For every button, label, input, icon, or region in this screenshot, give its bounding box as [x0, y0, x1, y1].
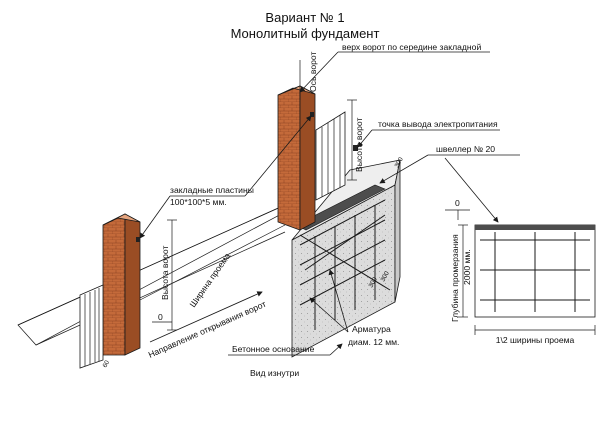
label-gate-axis: Ось ворот	[308, 52, 318, 92]
label-gate-top: верх ворот по середине закладной	[342, 42, 481, 52]
title-line-2: Монолитный фундамент	[231, 26, 380, 41]
label-inside-view: Вид изнутри	[250, 368, 299, 378]
label-channel: швеллер № 20	[436, 144, 495, 154]
label-gate-height-left: Высота ворот	[160, 245, 170, 300]
label-rebar-1: Арматура	[352, 324, 391, 334]
ground-slab	[17, 204, 286, 346]
label-plates-1: закладные пластины	[170, 185, 254, 195]
label-frost-depth-2: 2000 мм.	[462, 249, 472, 285]
power-outlet	[353, 145, 358, 151]
section-detail	[474, 224, 596, 318]
label-gate-height-right: Высота ворот	[354, 117, 364, 172]
dim-300-b: 300	[380, 270, 391, 283]
right-brick-pillar	[277, 85, 316, 231]
title-line-1: Вариант № 1	[265, 10, 344, 25]
label-zero-left: 0	[158, 312, 163, 322]
label-concrete-base: Бетонное основание	[232, 344, 315, 354]
label-rebar-2: диам. 12 мм.	[348, 337, 399, 347]
gate-leaf-icon	[315, 111, 346, 201]
dim-60: 60	[102, 359, 112, 369]
label-plates-2: 100*100*5 мм.	[170, 197, 227, 207]
label-power-point: точка вывода электропитания	[378, 119, 498, 129]
gate-leaf-icon	[79, 284, 104, 369]
label-zero-right: 0	[455, 198, 460, 208]
label-half-width: 1\2 ширины проема	[496, 335, 575, 345]
label-frost-depth-1: Глубина промерзания	[450, 234, 460, 322]
dim-300-a: 300	[368, 276, 379, 289]
left-brick-pillar	[102, 213, 141, 356]
dim-300-top: 300	[394, 156, 405, 169]
label-opening-width: Ширина проема	[187, 251, 232, 309]
